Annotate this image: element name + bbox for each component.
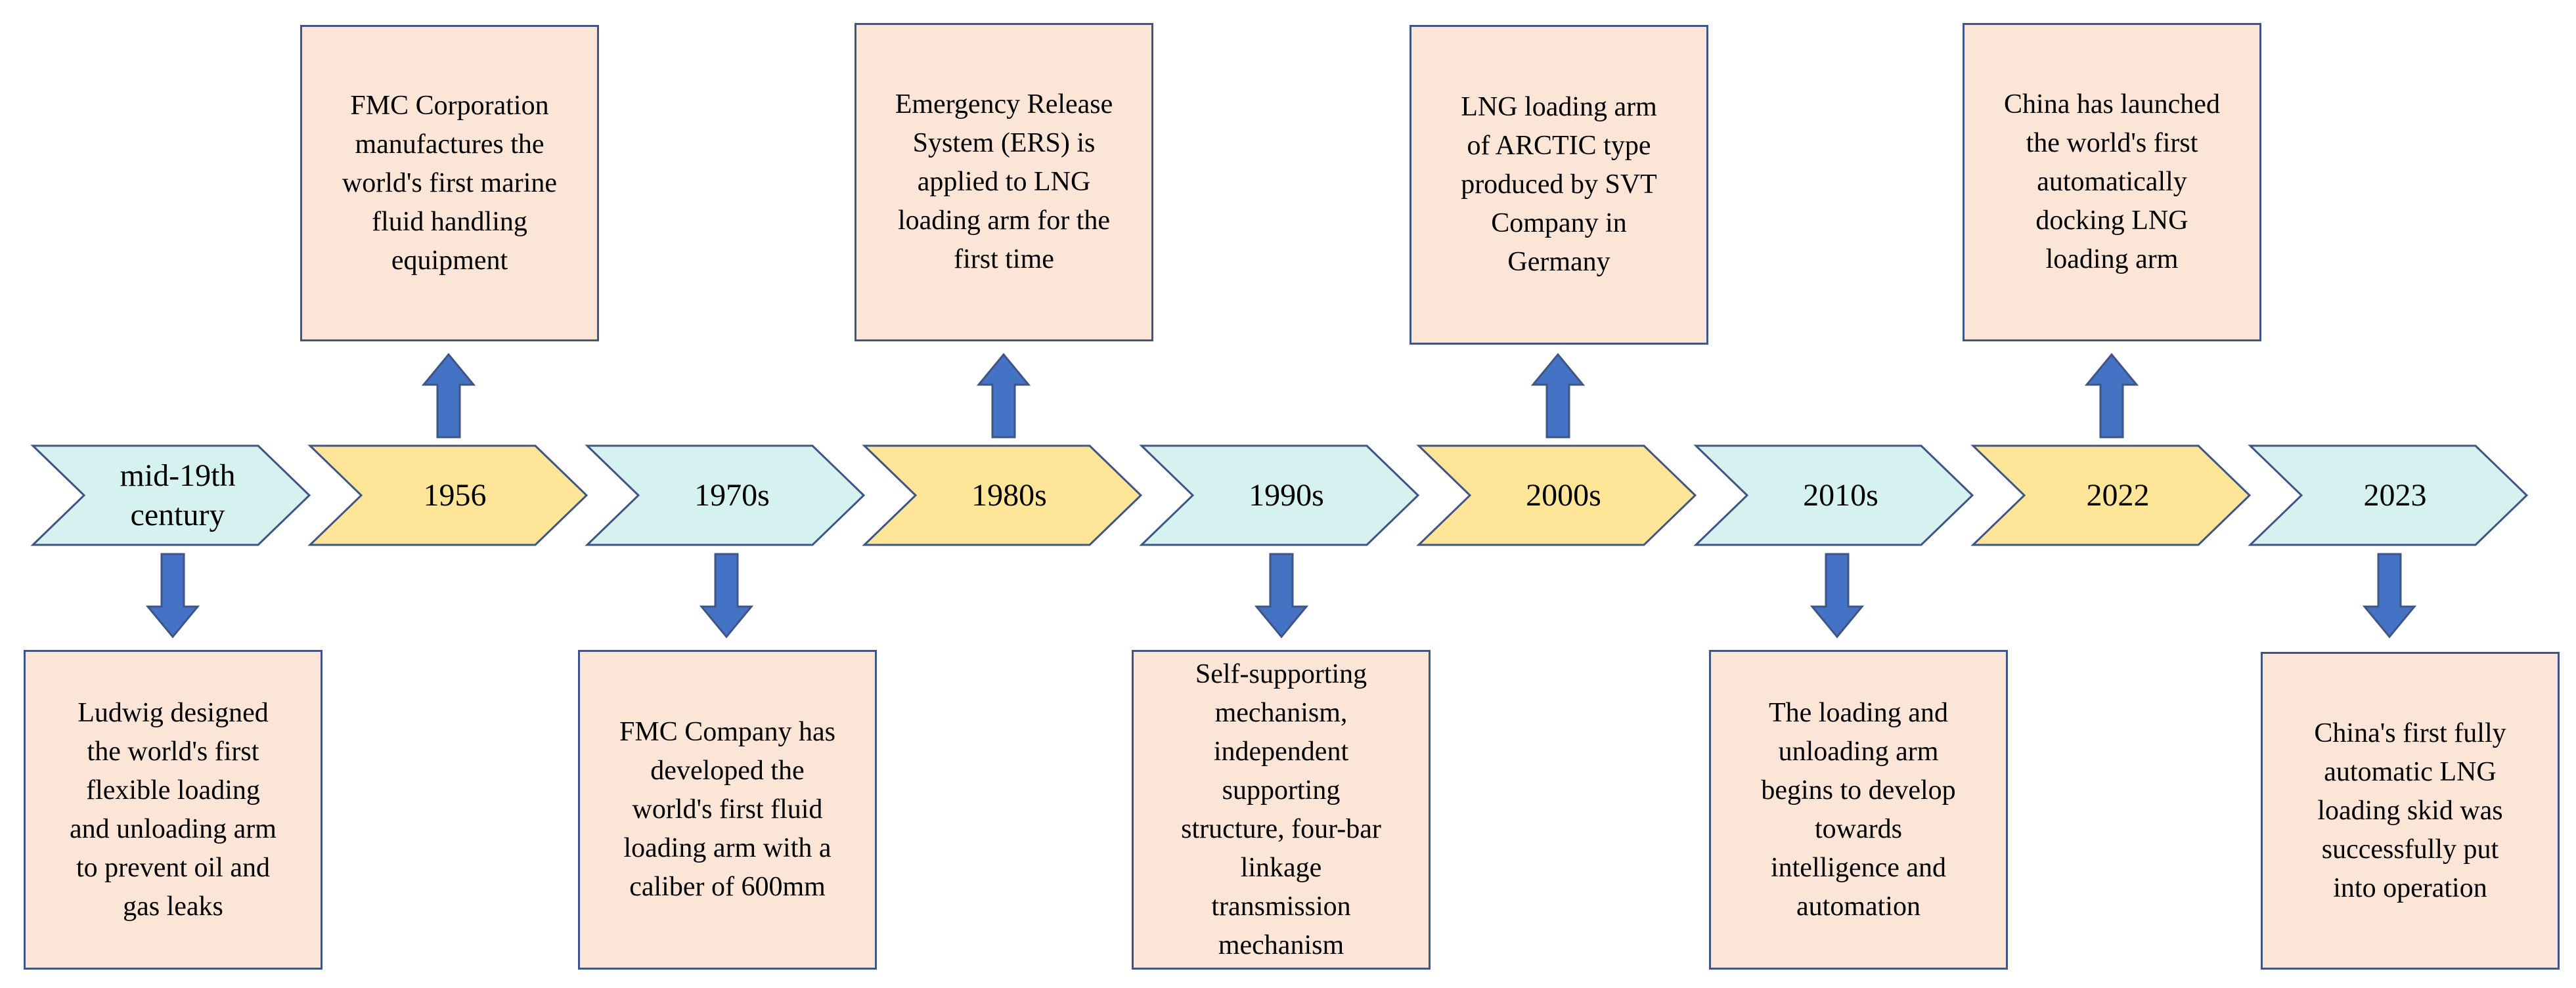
arrow-down-icon xyxy=(1810,553,1865,639)
event-description: China's first fully automatic LNG loadin… xyxy=(2314,718,2506,903)
chevron-shape xyxy=(1416,444,1697,546)
event-box-2010s: The loading and unloading arm begins to … xyxy=(1709,650,2008,970)
timeline-chevron: 1990s xyxy=(1139,444,1420,546)
timeline-chevron: 2010s xyxy=(1693,444,1974,546)
event-box-2022: China has launched the world's first aut… xyxy=(1963,23,2261,341)
chevron-label: 2022 xyxy=(2086,477,2150,513)
chevron-shape xyxy=(585,444,866,546)
event-description: Emergency Release System (ERS) is applie… xyxy=(895,89,1113,274)
event-box-1990s: Self-supporting mechanism, independent s… xyxy=(1132,650,1431,970)
event-description: The loading and unloading arm begins to … xyxy=(1761,697,1956,922)
event-description: LNG loading arm of ARCTIC type produced … xyxy=(1461,92,1657,277)
timeline-chevron: 1980s xyxy=(862,444,1143,546)
event-box-1980s: Emergency Release System (ERS) is applie… xyxy=(855,23,1153,341)
chevron-shape xyxy=(1139,444,1420,546)
chevron-shape xyxy=(30,444,311,546)
event-description: Self-supporting mechanism, independent s… xyxy=(1181,658,1381,960)
arrow-up-icon xyxy=(421,353,476,439)
arrow-up-icon xyxy=(1530,353,1586,439)
event-description: China has launched the world's first aut… xyxy=(2004,89,2220,274)
chevron-label: 1990s xyxy=(1249,477,1324,513)
chevron-label: 2010s xyxy=(1803,477,1878,513)
chevron-shape xyxy=(1970,444,2252,546)
chevron-label: 1980s xyxy=(971,477,1047,513)
chevron-shape xyxy=(2248,444,2529,546)
event-description: FMC Corporation manufactures the world's… xyxy=(342,90,558,276)
chevron-label: 2000s xyxy=(1526,477,1601,513)
arrow-down-icon xyxy=(2362,553,2417,639)
chevron-shape xyxy=(1693,444,1974,546)
event-description: FMC Company has developed the world's fi… xyxy=(619,717,836,902)
arrow-down-icon xyxy=(699,553,754,639)
event-description: Ludwig designed the world's first flexib… xyxy=(70,697,277,922)
timeline-chevron: mid-19th century xyxy=(30,444,311,546)
chevron-label: 1970s xyxy=(694,477,770,513)
chevron-label: 2023 xyxy=(2363,477,2427,513)
event-box-mid-19th-century: Ludwig designed the world's first flexib… xyxy=(24,650,322,970)
chevron-label: mid-19th century xyxy=(120,458,236,532)
timeline-chevron: 2022 xyxy=(1970,444,2252,546)
timeline-chevron: 2023 xyxy=(2248,444,2529,546)
timeline-chevron: 2000s xyxy=(1416,444,1697,546)
arrow-down-icon xyxy=(1254,553,1309,639)
timeline-chevron: 1970s xyxy=(585,444,866,546)
arrow-down-icon xyxy=(145,553,200,639)
chevron-shape xyxy=(862,444,1143,546)
event-box-2000s: LNG loading arm of ARCTIC type produced … xyxy=(1410,25,1708,345)
timeline-chevron: 1956 xyxy=(307,444,588,546)
chevron-shape xyxy=(307,444,588,546)
event-box-1970s: FMC Company has developed the world's fi… xyxy=(578,650,877,970)
event-box-2023: China's first fully automatic LNG loadin… xyxy=(2261,652,2560,970)
chevron-label: 1956 xyxy=(423,477,487,513)
arrow-up-icon xyxy=(976,353,1031,439)
arrow-up-icon xyxy=(2084,353,2139,439)
event-box-1956: FMC Corporation manufactures the world's… xyxy=(300,25,599,341)
